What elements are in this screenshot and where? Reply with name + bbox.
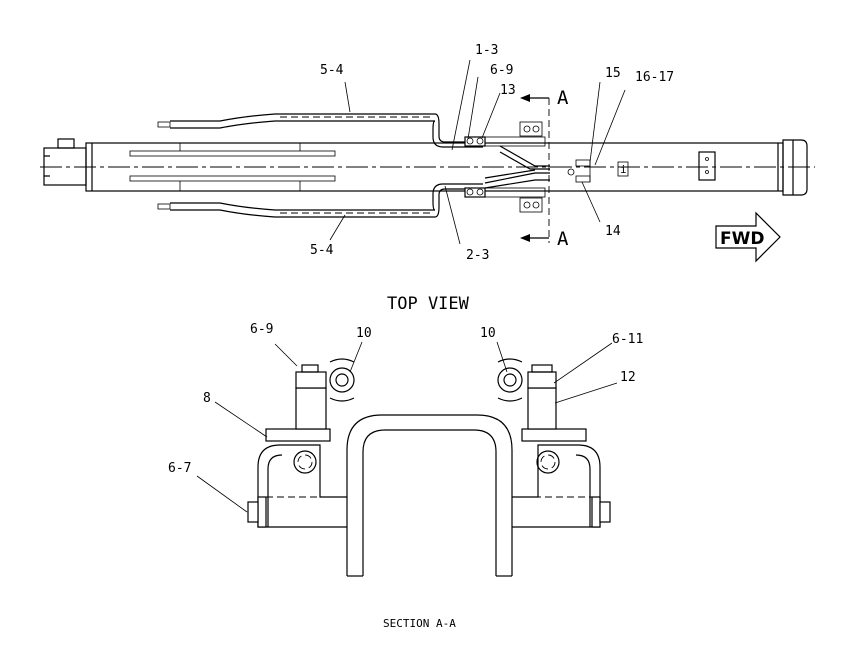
- top-view: i: [40, 59, 815, 263]
- fwd-arrow: [715, 211, 781, 263]
- boom-right-end: [782, 139, 808, 196]
- callout-13: 13: [500, 83, 516, 98]
- callout-15: 15: [605, 66, 621, 81]
- boom-left-end: [43, 147, 87, 186]
- callout-10-left: 10: [356, 326, 372, 341]
- callout-6-11: 6-11: [612, 332, 643, 347]
- callout-5-4-lower: 5-4: [310, 243, 334, 258]
- section-marker-bottom: A: [557, 228, 569, 250]
- section-cut-line: [520, 94, 550, 243]
- hose-ring-right: [497, 358, 523, 402]
- callout-10-right: 10: [480, 326, 496, 341]
- leaders-top: [329, 59, 626, 245]
- u-channel: [346, 414, 513, 576]
- callout-16-17: 16-17: [635, 70, 674, 85]
- callout-6-9-section: 6-9: [250, 322, 273, 337]
- plate: [698, 151, 716, 181]
- callout-2-3: 2-3: [466, 248, 489, 263]
- callout-14: 14: [605, 224, 621, 239]
- callout-5-4-upper: 5-4: [320, 63, 344, 78]
- hose-upper: [157, 113, 483, 148]
- fwd-label: FWD: [720, 229, 764, 249]
- section-title: SECTION A-A: [383, 617, 456, 630]
- hose-lower: [157, 183, 483, 218]
- section-marker-top: A: [557, 87, 569, 109]
- callout-12: 12: [620, 370, 636, 385]
- top-view-title: TOP VIEW: [387, 294, 470, 314]
- callout-1-3: 1-3: [475, 43, 498, 58]
- clamp-lower: [464, 187, 546, 213]
- section-view: [196, 341, 618, 577]
- hose-ring-left: [329, 358, 355, 402]
- callout-8: 8: [203, 391, 211, 406]
- svg-text:i: i: [620, 163, 627, 176]
- bracket-right: [512, 364, 611, 528]
- fitting-15: [575, 159, 591, 167]
- clamp-upper: [464, 121, 546, 147]
- leaders-section: [196, 341, 618, 513]
- bracket-left: [247, 364, 347, 528]
- callout-6-7: 6-7: [168, 461, 191, 476]
- callout-6-9: 6-9: [490, 63, 513, 78]
